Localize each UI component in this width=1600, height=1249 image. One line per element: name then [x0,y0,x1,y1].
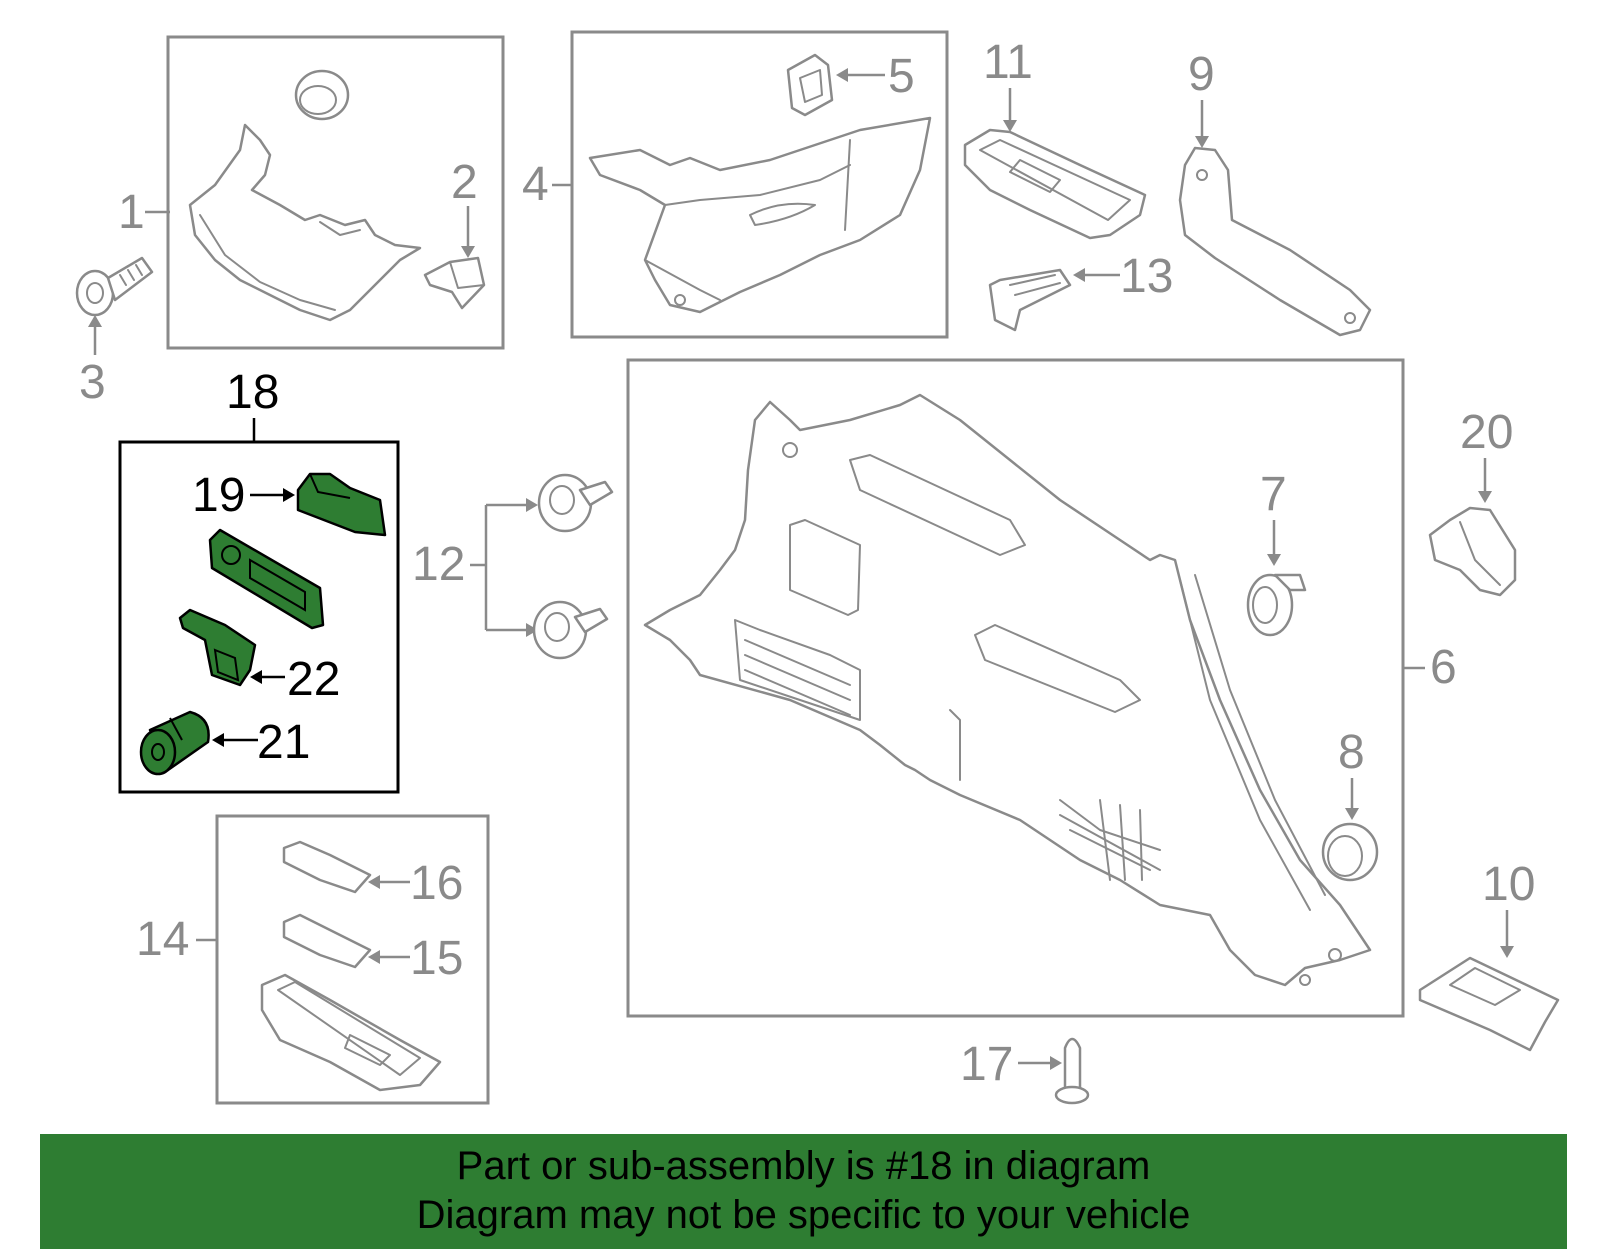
part-12-clip-bottom[interactable] [532,600,609,660]
callout-12: 12 [412,538,465,591]
part-20-switch[interactable] [1428,506,1517,597]
callout-1: 1 [118,186,145,239]
group-box-1 [166,35,505,350]
callout-4: 4 [522,158,549,211]
banner-line-2: Diagram may not be specific to your vehi… [416,1193,1191,1237]
callout-10: 10 [1482,858,1535,911]
callout-14: 14 [136,913,189,966]
callout-15: 15 [410,932,463,985]
group-box-14 [215,814,490,1105]
callout-19: 19 [192,469,245,522]
group-box-18 [118,440,400,794]
callout-3: 3 [79,356,106,409]
callout-20: 20 [1460,406,1513,459]
callout-11: 11 [983,36,1033,89]
part-15-trim[interactable] [282,913,372,969]
part-5-clip[interactable] [786,53,834,117]
callout-13: 13 [1120,250,1173,303]
part-2-clip[interactable] [423,256,486,310]
part-12-clip-top[interactable] [537,473,614,533]
callout-16: 16 [410,857,463,910]
part-17-pin[interactable] [1054,1037,1090,1105]
callout-17: 17 [960,1038,1013,1091]
callout-9: 9 [1188,48,1215,101]
part-18-bezel[interactable] [208,528,325,630]
part-3-screw[interactable] [75,256,154,317]
part-22-bracket[interactable] [178,608,257,687]
callout-6: 6 [1430,641,1457,694]
part-19-clip[interactable] [296,472,387,537]
part-1-trim-bracket[interactable] [188,123,422,322]
part-8-cap[interactable] [1321,822,1379,882]
part-4-trim-panel[interactable] [588,116,932,314]
info-banner: Part or sub-assembly is #18 in diagram D… [40,1134,1567,1249]
part-21-cap[interactable] [139,710,210,776]
callout-5: 5 [888,50,915,103]
part-16-trim[interactable] [282,840,372,894]
part-9-bracket[interactable] [1178,146,1372,337]
part-6-quarter-trim-panel[interactable] [643,393,1372,987]
callout-18: 18 [226,366,279,419]
part-7-grommet[interactable] [1246,573,1307,637]
part-14-handle[interactable] [260,973,442,1092]
callout-22: 22 [287,653,340,706]
part-10-pad[interactable] [1418,956,1560,1052]
clip-round[interactable] [294,69,350,121]
banner-line-1: Part or sub-assembly is #18 in diagram [456,1144,1151,1188]
callout-2: 2 [451,156,478,209]
part-11-tray[interactable] [963,128,1147,240]
part-13-clip[interactable] [988,268,1072,332]
callout-21: 21 [257,716,310,769]
callout-7: 7 [1260,468,1287,521]
callout-8: 8 [1338,726,1365,779]
group-box-6 [626,358,1405,1018]
